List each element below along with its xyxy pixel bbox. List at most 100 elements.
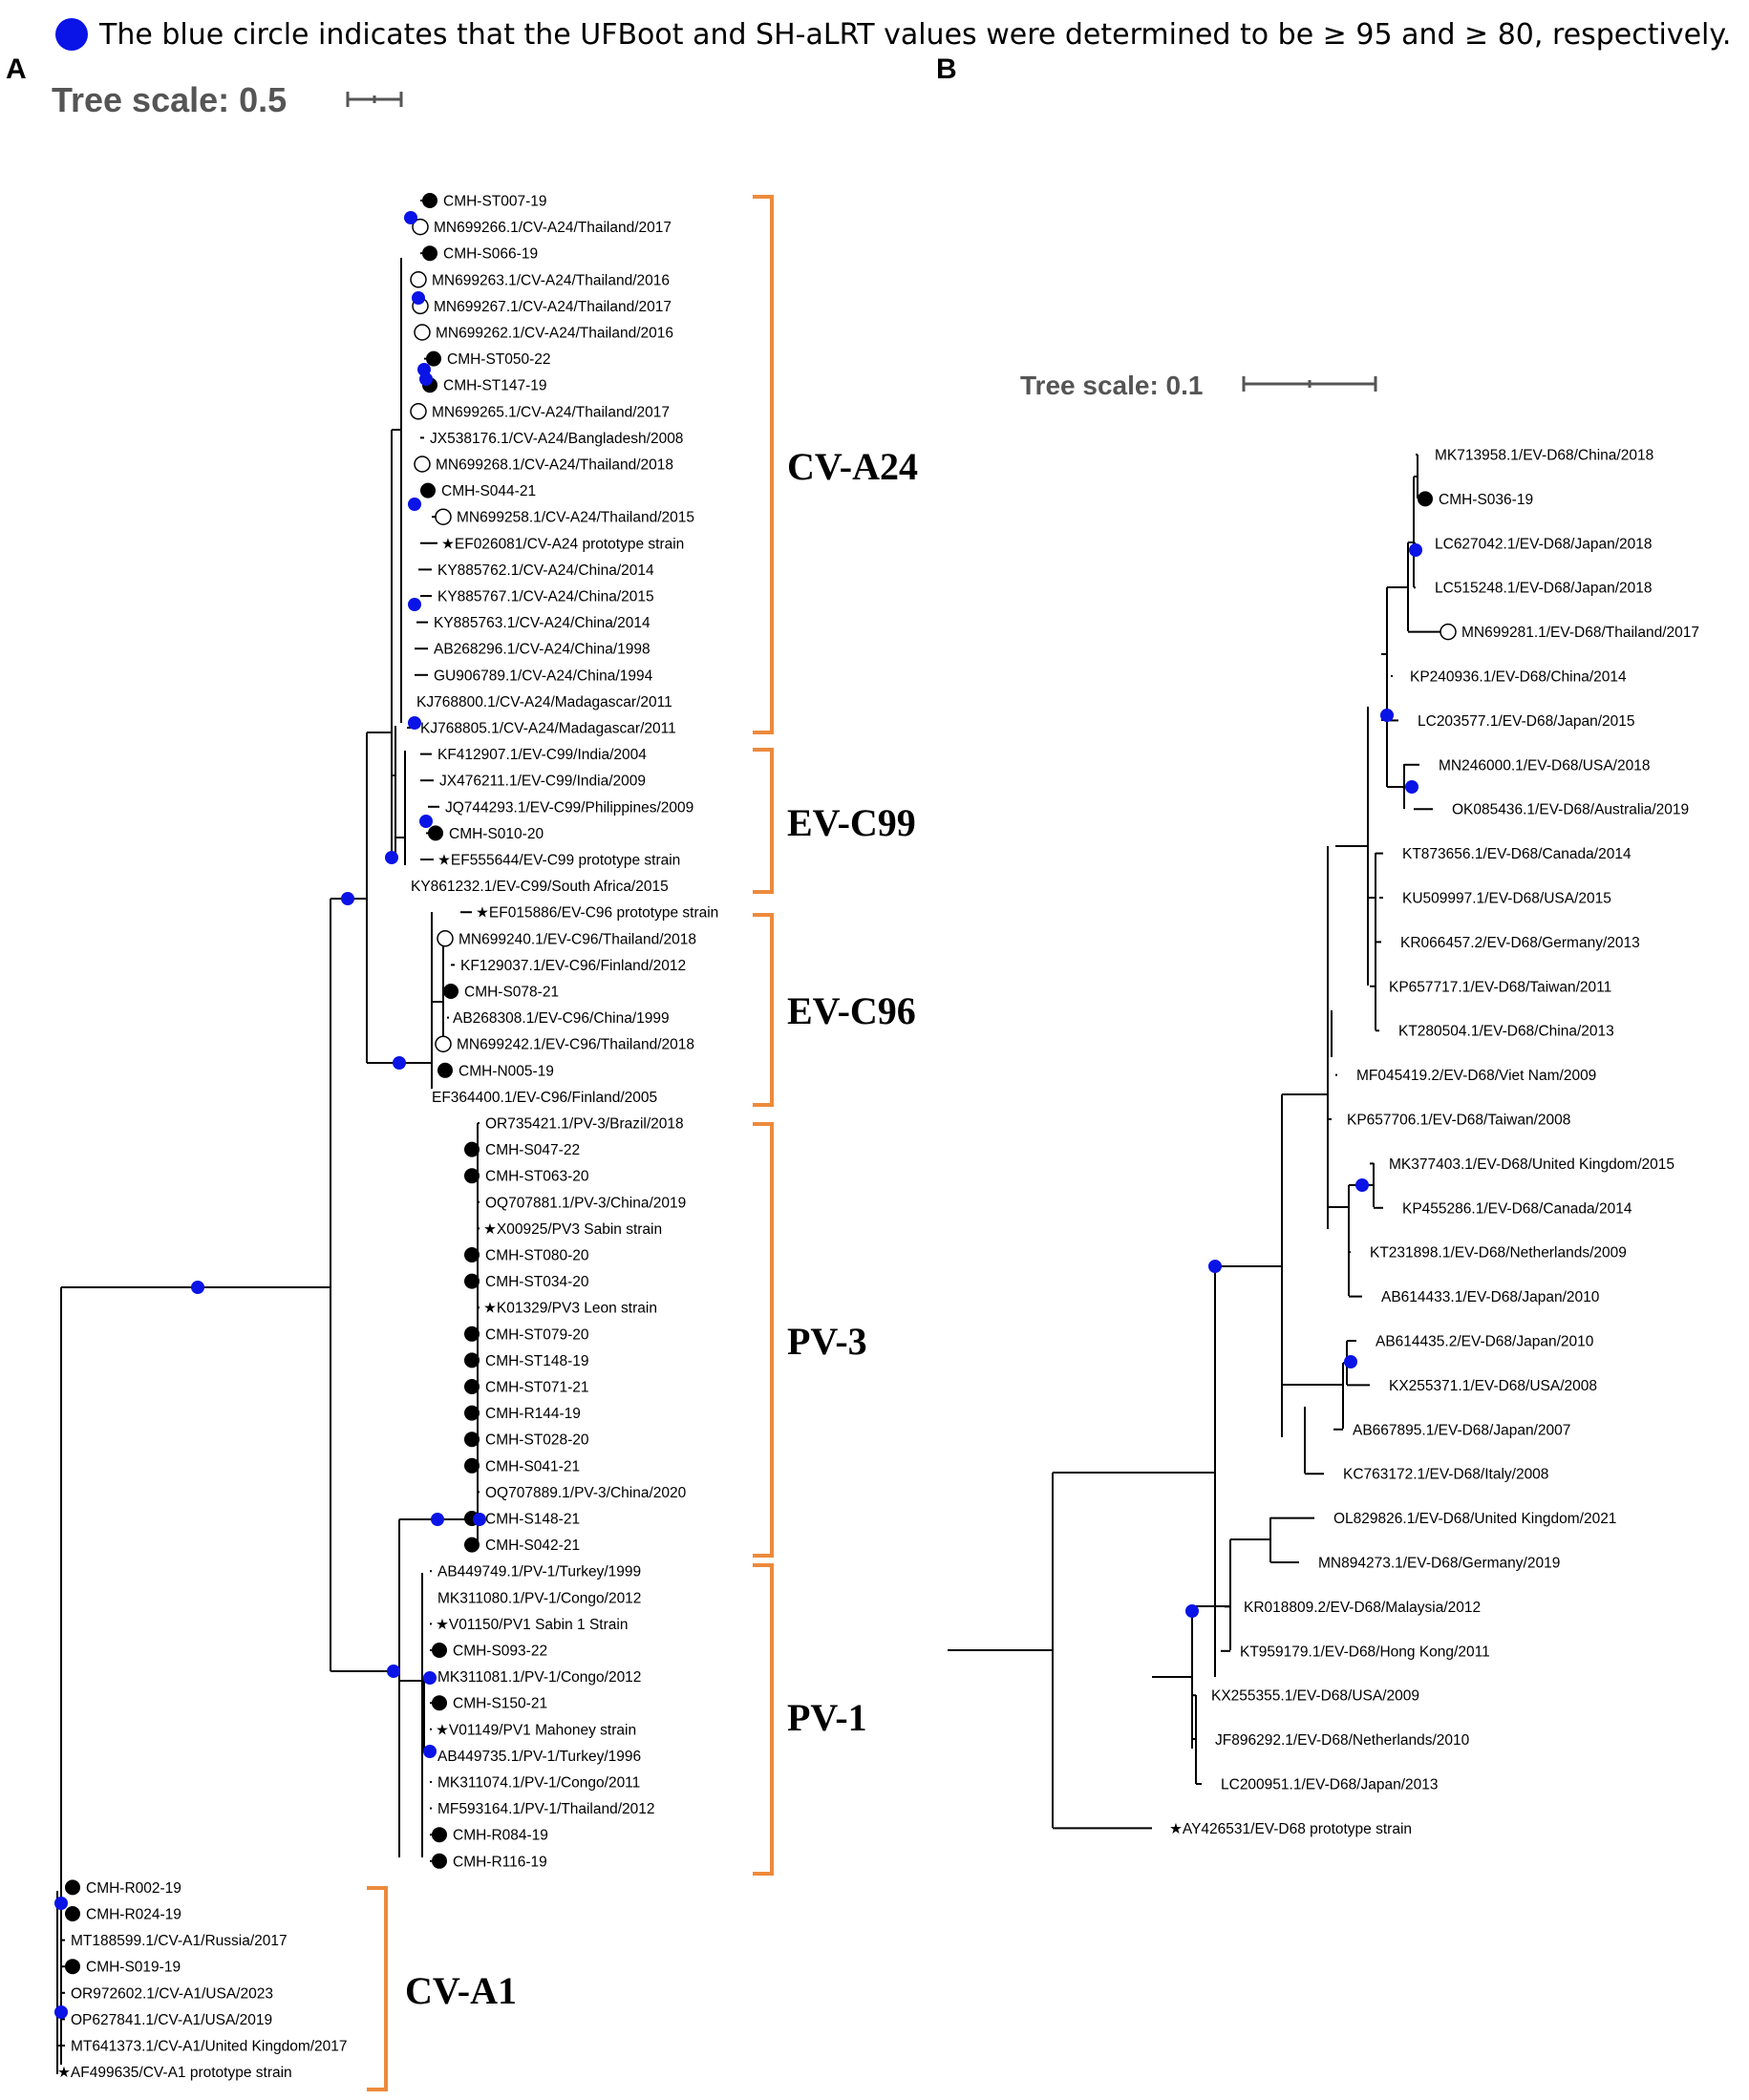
support-dot — [1355, 1178, 1369, 1192]
sample-circle-icon — [437, 1062, 453, 1078]
bracket-pv-3 — [753, 1122, 774, 1558]
tip-label: CMH-S093-22 — [453, 1644, 547, 1660]
clade-brackets — [367, 195, 774, 2091]
tip-label: KY885763.1/CV-A24/China/2014 — [434, 615, 651, 631]
support-dot — [385, 851, 398, 864]
tip-label: LC515248.1/EV-D68/Japan/2018 — [1435, 581, 1653, 597]
tip-label: AB614435.2/EV-D68/Japan/2010 — [1376, 1334, 1594, 1350]
tip-label: AB268308.1/EV-C96/China/1999 — [453, 1010, 670, 1027]
tip-label: CMH-S019-19 — [86, 1960, 181, 1976]
tip-label: JQ744293.1/EV-C99/Philippines/2009 — [445, 799, 693, 816]
panel-a-label: A — [6, 53, 27, 85]
tip-label: CMH-S148-21 — [485, 1512, 580, 1528]
tip-label: CMH-S078-21 — [464, 985, 559, 1001]
tip-label: MN246000.1/EV-D68/USA/2018 — [1439, 757, 1650, 774]
tip-label: MN699268.1/CV-A24/Thailand/2018 — [436, 457, 673, 474]
sample-circle-icon — [422, 245, 437, 262]
sample-circle-icon — [464, 1537, 480, 1553]
support-dot — [387, 1665, 400, 1678]
reference-circle-icon — [1440, 623, 1457, 641]
sample-circle-icon — [464, 1168, 480, 1184]
tip-label: ★EF015886/EV-C96 prototype strain — [476, 905, 718, 922]
tip-label: KY861232.1/EV-C99/South Africa/2015 — [411, 879, 669, 895]
tip-label: CMH-ST050-22 — [447, 351, 551, 368]
tip-label: OR972602.1/CV-A1/USA/2023 — [71, 1985, 273, 2002]
tip-label: CMH-ST148-19 — [485, 1353, 589, 1369]
tip-label: MN699263.1/CV-A24/Thailand/2016 — [432, 272, 670, 288]
support-dot — [404, 211, 417, 224]
tip-label: ★EF026081/CV-A24 prototype strain — [441, 536, 684, 552]
support-dot — [1185, 1604, 1199, 1618]
tip-label: MK311074.1/PV-1/Congo/2011 — [437, 1775, 640, 1792]
tip-label: MT188599.1/CV-A1/Russia/2017 — [71, 1933, 288, 1949]
sample-circle-icon — [464, 1326, 480, 1342]
support-dot — [408, 598, 421, 611]
sample-circle-icon — [464, 1432, 480, 1448]
tip-label: MF593164.1/PV-1/Thailand/2012 — [437, 1801, 655, 1817]
tip-label: CMH-S010-20 — [449, 826, 544, 842]
tip-label: AB614433.1/EV-D68/Japan/2010 — [1381, 1289, 1600, 1305]
tip-label: CMH-N005-19 — [459, 1063, 554, 1079]
bracket-cv-a24 — [753, 195, 774, 734]
sample-circle-icon — [464, 1141, 480, 1157]
sample-circle-icon — [432, 1643, 447, 1658]
tip-label: ★K01329/PV3 Leon strain — [483, 1301, 657, 1317]
sample-circle-icon — [464, 1247, 480, 1262]
tip-label: CMH-R024-19 — [86, 1907, 181, 1923]
tip-label: CMH-S041-21 — [485, 1458, 580, 1474]
tip-label: MN894273.1/EV-D68/Germany/2019 — [1318, 1556, 1560, 1572]
bracket-ev-c96 — [753, 913, 774, 1107]
tip-label: ★AY426531/EV-D68 prototype strain — [1169, 1821, 1412, 1837]
support-dot — [408, 716, 421, 730]
support-dots — [54, 211, 1422, 2019]
reference-circle-icon — [410, 271, 427, 288]
tip-label: CMH-ST063-20 — [485, 1169, 589, 1185]
tip-label: ★V01149/PV1 Mahoney strain — [436, 1722, 636, 1738]
tip-label: MK713958.1/EV-D68/China/2018 — [1435, 448, 1653, 464]
tip-label: CMH-ST034-20 — [485, 1274, 589, 1290]
bracket-ev-c99 — [753, 748, 774, 894]
sample-circle-icon — [426, 350, 441, 367]
scale-bar-b: Tree scale: 0.1 — [1020, 371, 1377, 400]
tip-label: AB268296.1/CV-A24/China/1998 — [434, 642, 651, 658]
tip-label: GU906789.1/CV-A24/China/1994 — [434, 668, 653, 684]
tip-label: MT641373.1/CV-A1/United Kingdom/2017 — [71, 2039, 348, 2055]
tip-label: CMH-S036-19 — [1439, 492, 1533, 508]
tip-label: KF412907.1/EV-C99/India/2004 — [437, 747, 647, 763]
tip-label: KT231898.1/EV-D68/Netherlands/2009 — [1370, 1245, 1627, 1262]
tip-label: KX255355.1/EV-D68/USA/2009 — [1211, 1688, 1419, 1705]
sample-circle-icon — [432, 1827, 447, 1843]
clade-label-pv-3: PV-3 — [787, 1320, 867, 1363]
tip-label: KP657706.1/EV-D68/Taiwan/2008 — [1347, 1113, 1570, 1129]
tip-label: MN699258.1/CV-A24/Thailand/2015 — [457, 510, 694, 526]
sample-circle-icon — [422, 193, 437, 208]
tip-label: OQ707889.1/PV-3/China/2020 — [485, 1485, 687, 1501]
support-dot — [54, 1897, 68, 1910]
tip-label: KJ768800.1/CV-A24/Madagascar/2011 — [416, 694, 672, 711]
clade-label-ev-c96: EV-C96 — [787, 989, 916, 1032]
reference-circle-icon — [412, 218, 429, 236]
reference-circle-icon — [410, 403, 427, 420]
tip-label: MN699281.1/EV-D68/Thailand/2017 — [1461, 625, 1699, 641]
tip-label: JX476211.1/EV-C99/India/2009 — [439, 774, 646, 790]
tip-label: MN699242.1/EV-C96/Thailand/2018 — [457, 1037, 694, 1053]
tip-label: MN699265.1/CV-A24/Thailand/2017 — [432, 404, 670, 420]
tip-label: LC203577.1/EV-D68/Japan/2015 — [1418, 713, 1635, 730]
bracket-cv-a1 — [367, 1886, 388, 2091]
sample-circle-icon — [464, 1405, 480, 1421]
reference-circle-icon — [437, 930, 454, 947]
tip-label: KT873656.1/EV-D68/Canada/2014 — [1402, 846, 1632, 862]
clade-label-cv-a1: CV-A1 — [405, 1969, 517, 2012]
tip-label: KT959179.1/EV-D68/Hong Kong/2011 — [1240, 1644, 1490, 1660]
sample-circle-icon — [432, 1853, 447, 1869]
support-circle-icon — [55, 18, 88, 51]
tip-label: MN699262.1/CV-A24/Thailand/2016 — [436, 326, 673, 342]
legend: The blue circle indicates that the UFBoo… — [55, 13, 1731, 55]
tip-label: ★EF555644/EV-C99 prototype strain — [437, 853, 680, 869]
tip-label: CMH-S047-22 — [485, 1142, 580, 1158]
support-dot — [412, 291, 425, 305]
sample-circle-icon — [65, 1906, 80, 1921]
support-dot — [419, 372, 433, 386]
sample-circle-icon — [65, 1959, 80, 1975]
tip-label: MF045419.2/EV-D68/Viet Nam/2009 — [1356, 1068, 1596, 1084]
